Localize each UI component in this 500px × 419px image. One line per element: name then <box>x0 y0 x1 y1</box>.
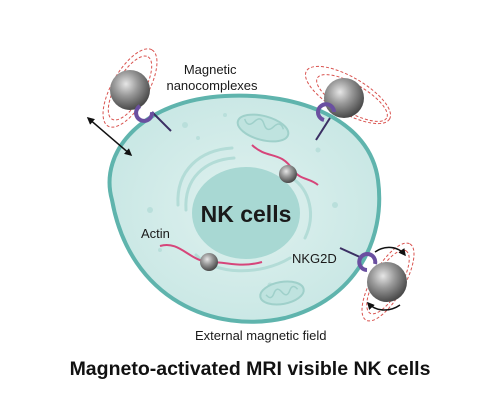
internalized-bead <box>200 253 218 271</box>
mitochondrion-bottom <box>259 280 305 306</box>
nucleus <box>192 167 300 259</box>
figure-caption: Magneto-activated MRI visible NK cells <box>69 358 431 380</box>
external-magnetic-field-label: External magnetic field <box>195 328 327 343</box>
nanocomplex-top-left <box>102 48 172 132</box>
actin-label: Actin <box>141 226 170 241</box>
nanocomplex-top-right <box>304 65 392 141</box>
movement-arrow <box>86 117 133 156</box>
internalized-bead <box>279 165 297 183</box>
magnetic-nanocomplexes-label: Magnetic nanocomplexes <box>166 62 258 93</box>
nkg2d-label: NKG2D <box>292 251 337 266</box>
nk-cells-label: NK cells <box>201 201 292 227</box>
nanocomplex-bottom-right <box>339 242 415 322</box>
mitochondrion-top <box>236 113 290 143</box>
